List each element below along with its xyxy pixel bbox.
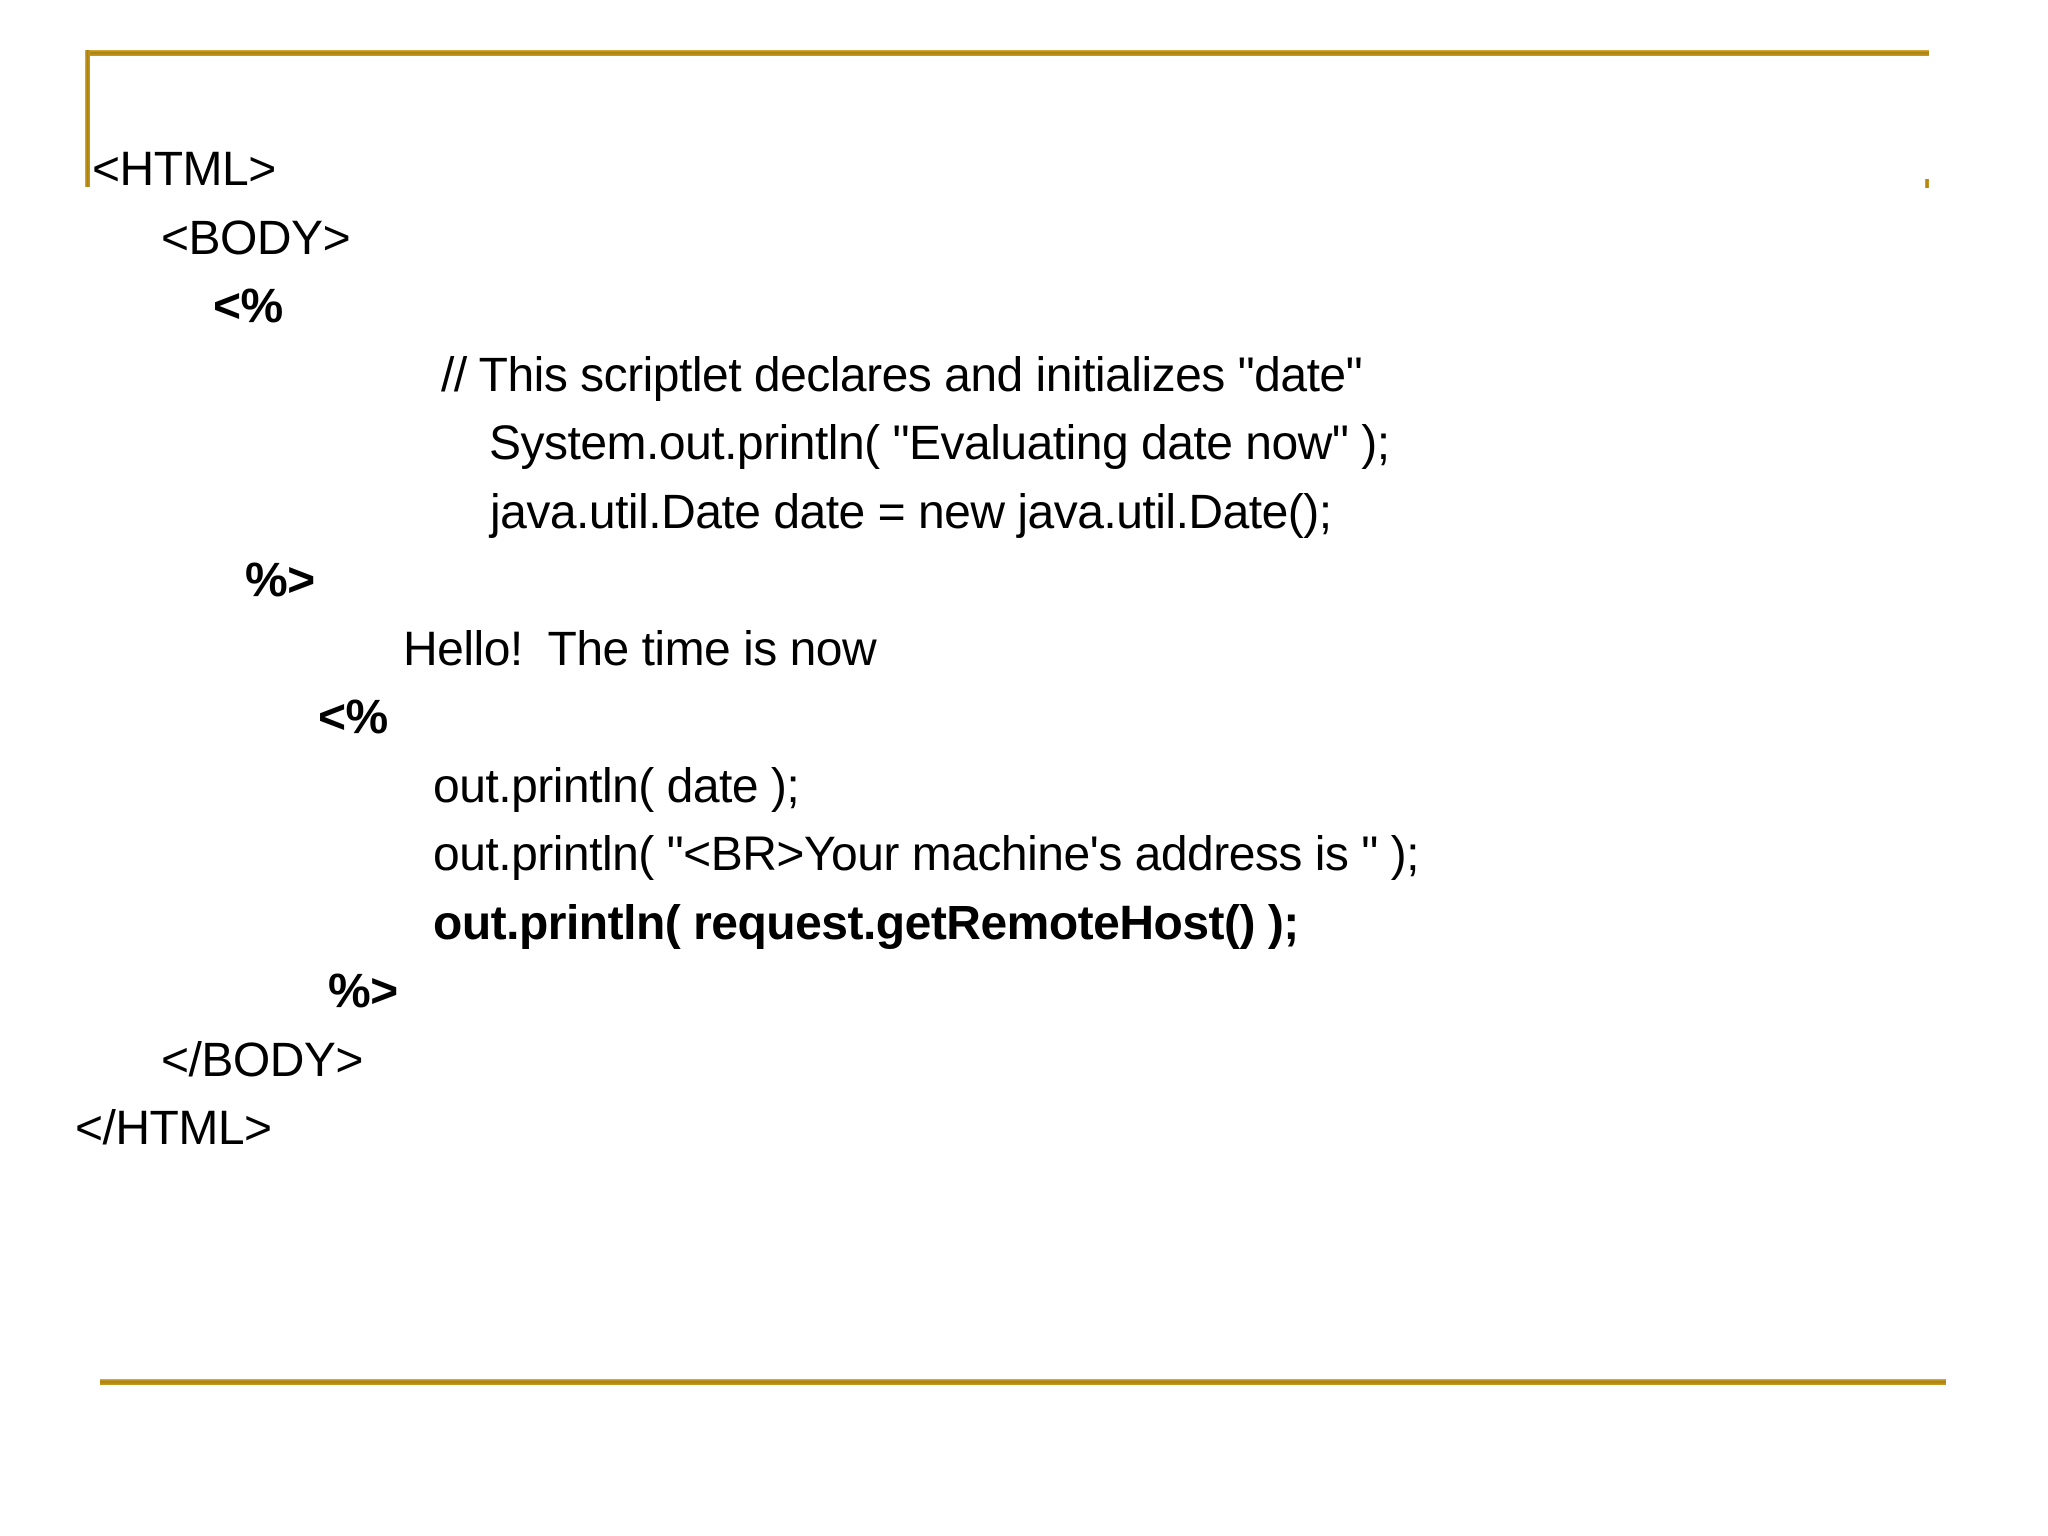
code-line: </BODY> [161,1034,363,1087]
code-line: // This scriptlet declares and initializ… [441,349,1363,402]
code-line: <BODY> [161,212,351,265]
code-line: out.println( date ); [433,760,800,813]
code-line: %> [245,554,315,607]
code-line: java.util.Date date = new java.util.Date… [490,486,1332,539]
code-line: out.println( request.getRemoteHost() ); [433,897,1299,950]
title-box-top-border [85,50,1929,56]
title-box-left-border [85,50,90,187]
code-line: %> [328,965,398,1018]
code-line: <% [318,691,388,744]
code-line: out.println( "<BR>Your machine's address… [433,828,1419,881]
footer-divider-line [100,1379,1946,1385]
title-box-corner-tick [1925,179,1929,188]
code-line: <% [213,280,283,333]
code-line: System.out.println( "Evaluating date now… [489,417,1390,470]
code-line: Hello! The time is now [403,623,877,676]
code-line: <HTML> [92,143,276,196]
code-line: </HTML> [75,1102,272,1155]
